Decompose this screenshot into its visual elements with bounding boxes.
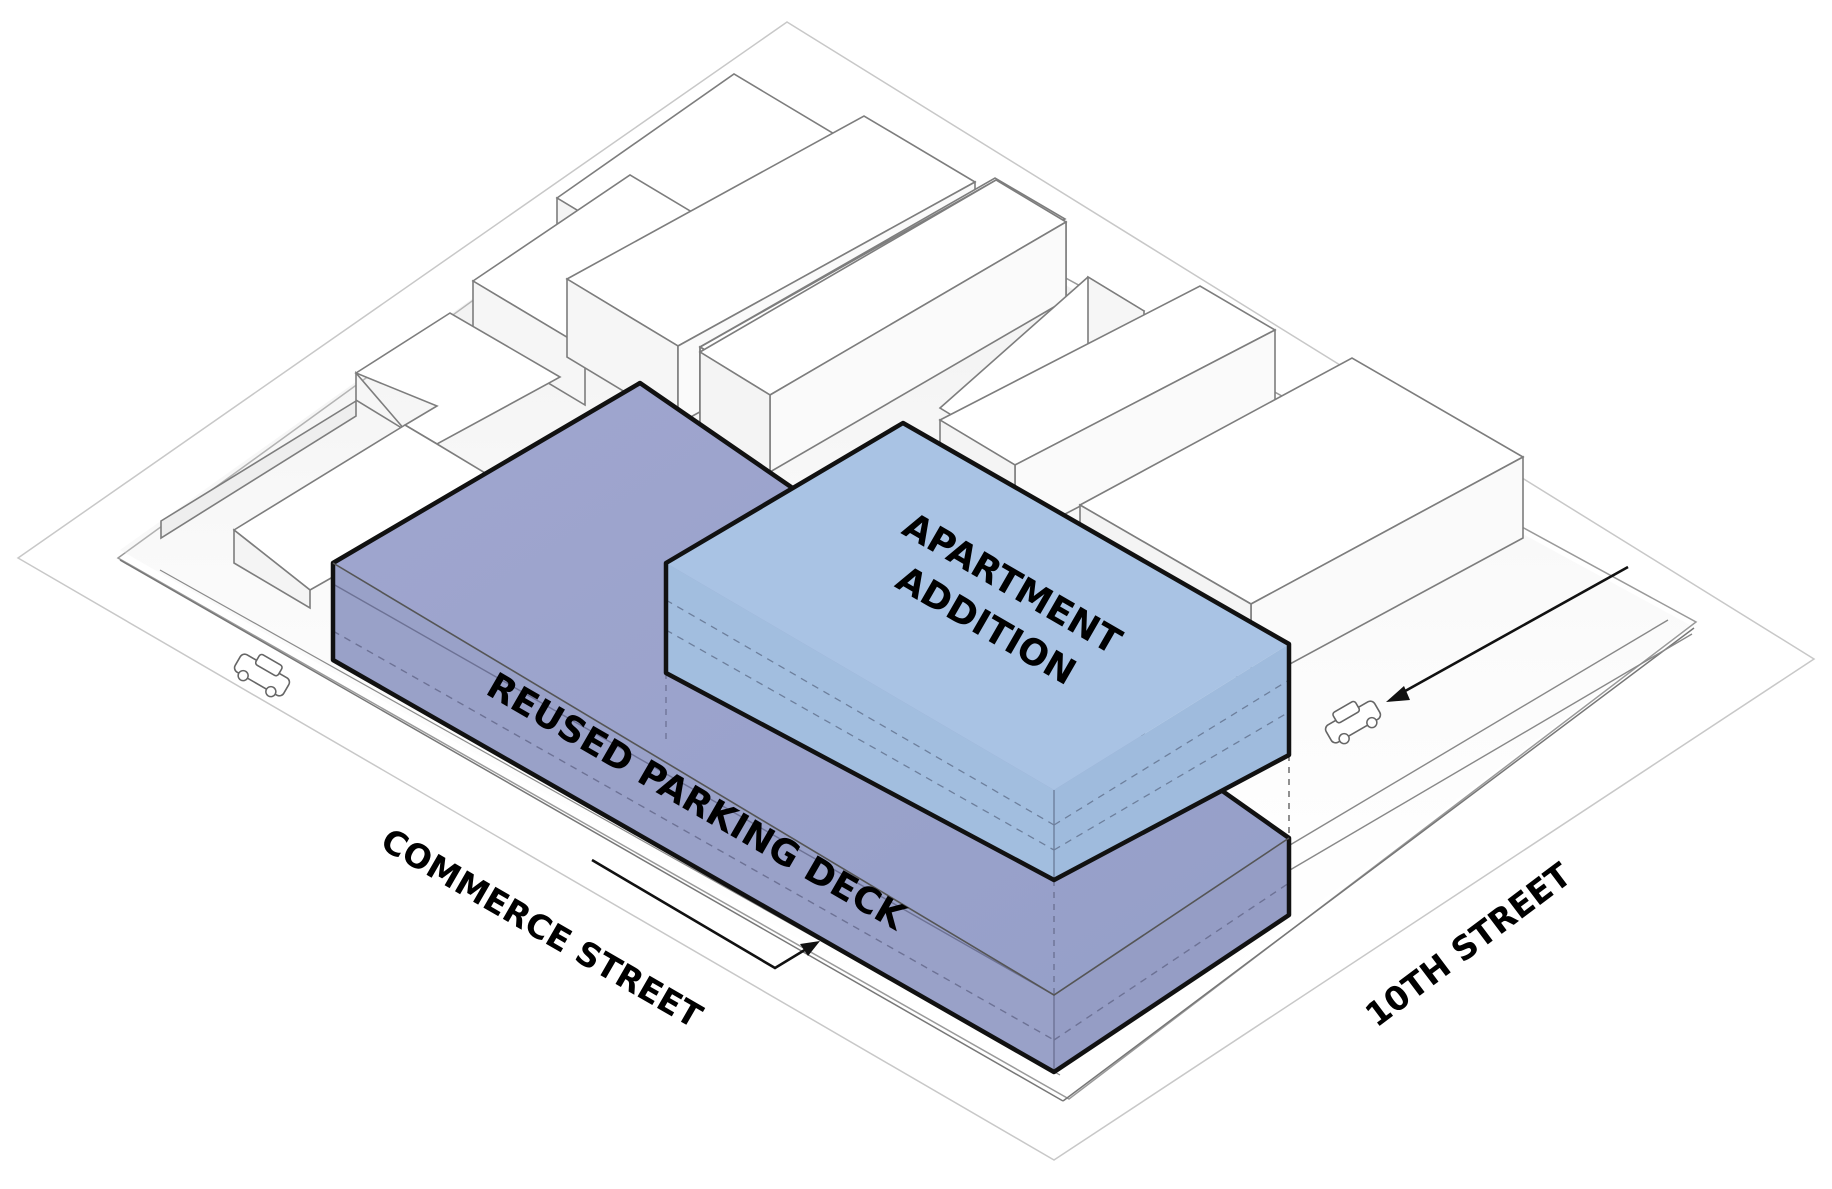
traffic-arrow-icon <box>591 858 820 970</box>
car-icon <box>233 653 291 698</box>
traffic-arrow-icon <box>1386 565 1629 702</box>
context-buildings <box>160 73 1525 687</box>
car-icon <box>1324 700 1382 745</box>
apartment-addition <box>663 420 1292 883</box>
